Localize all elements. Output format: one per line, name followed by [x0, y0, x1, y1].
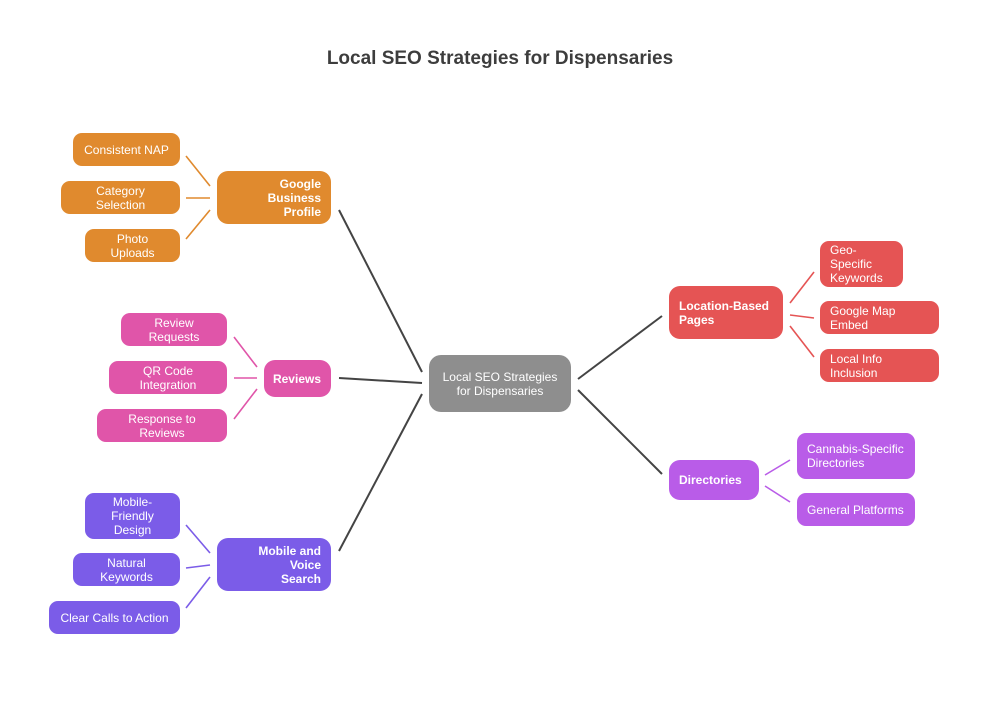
link-gbp-photo [185, 209, 211, 240]
leaf-local-info-inclusion: Local Info Inclusion [820, 349, 939, 382]
leaf-label: General Platforms [807, 502, 904, 517]
center-node-label: Local SEO Strategies for Dispensaries [442, 369, 558, 398]
link-center-reviews [338, 377, 423, 384]
center-node: Local SEO Strategies for Dispensaries [429, 355, 571, 412]
branch-label: Mobile and Voice Search [258, 543, 321, 586]
leaf-label: Google Map Embed [830, 303, 896, 332]
branch-label: Directories [679, 473, 742, 487]
leaf-label: Clear Calls to Action [60, 610, 169, 625]
leaf-label: Cannabis-Specific Directories [807, 442, 904, 470]
branch-label: Reviews [272, 371, 321, 386]
branch-google-business-profile: Google Business Profile [217, 171, 331, 224]
diagram-title: Local SEO Strategies for Dispensaries [326, 48, 674, 69]
branch-label: Location-Based Pages [679, 298, 770, 327]
link-reviews-requests [233, 336, 258, 368]
leaf-photo-uploads: Photo Uploads [85, 229, 180, 262]
leaf-consistent-nap: Consistent NAP [73, 133, 180, 166]
leaf-qr-code-integration: QR Code Integration [109, 361, 227, 394]
leaf-google-map-embed: Google Map Embed [820, 301, 939, 334]
leaf-label: QR Code Integration [139, 363, 197, 392]
leaf-label: Natural Keywords [100, 555, 153, 584]
link-center-gbp [338, 209, 423, 373]
link-location-geo [789, 271, 815, 304]
leaf-general-platforms: General Platforms [797, 493, 915, 526]
link-center-directories [577, 389, 663, 475]
leaf-label: Photo Uploads [110, 231, 155, 260]
leaf-category-selection: Category Selection [61, 181, 180, 214]
link-mobile-keywords [185, 564, 211, 569]
leaf-label: Category Selection [95, 183, 146, 212]
leaf-review-requests: Review Requests [121, 313, 227, 346]
leaf-response-to-reviews: Response to Reviews [97, 409, 227, 442]
leaf-label: Mobile-Friendly Design [111, 495, 154, 537]
leaf-label: Review Requests [148, 315, 200, 344]
leaf-label: Consistent NAP [84, 142, 169, 157]
link-gbp-nap [185, 155, 211, 187]
leaf-mobile-friendly-design: Mobile-Friendly Design [85, 493, 180, 539]
link-directories-cannabis [764, 459, 791, 476]
leaf-label: Local Info Inclusion [830, 351, 883, 380]
link-location-map [789, 314, 815, 319]
leaf-label: Response to Reviews [128, 411, 196, 440]
link-mobile-cta [185, 576, 211, 609]
leaf-label: Geo-Specific Keywords [830, 243, 883, 285]
leaf-natural-keywords: Natural Keywords [73, 553, 180, 586]
link-directories-general [764, 485, 791, 503]
link-reviews-response [233, 388, 258, 420]
link-center-location [577, 315, 663, 380]
link-location-info [789, 325, 815, 358]
link-mobile-friendly [185, 524, 211, 554]
branch-reviews: Reviews [264, 360, 331, 397]
branch-mobile-voice-search: Mobile and Voice Search [217, 538, 331, 591]
branch-location-based-pages: Location-Based Pages [669, 286, 783, 339]
branch-directories: Directories [669, 460, 759, 500]
branch-label: Google Business Profile [267, 176, 321, 219]
leaf-clear-calls-to-action: Clear Calls to Action [49, 601, 180, 634]
link-center-mobile [338, 393, 423, 552]
leaf-cannabis-specific-directories: Cannabis-Specific Directories [797, 433, 915, 479]
leaf-geo-specific-keywords: Geo-Specific Keywords [820, 241, 903, 287]
